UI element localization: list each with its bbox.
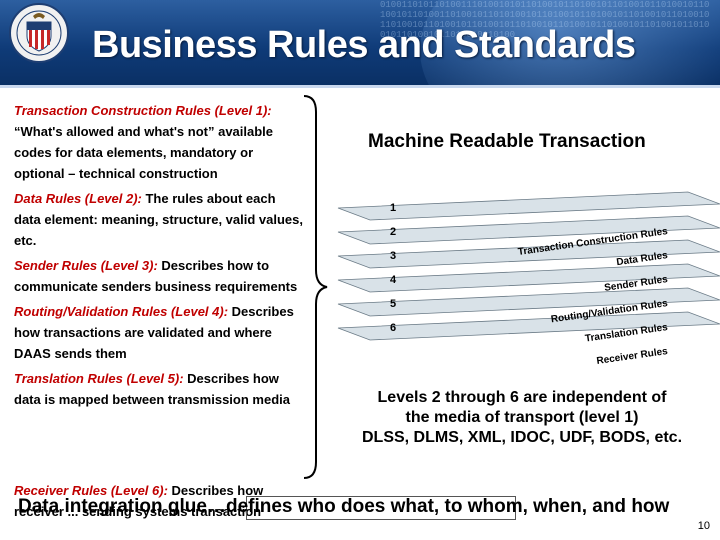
independence-line-1: Levels 2 through 6 are independent of <box>330 388 714 408</box>
rule-level-1: Transaction Construction Rules (Level 1)… <box>14 100 304 184</box>
rule-level-label: Transaction Construction Rules (Level 1)… <box>14 103 272 118</box>
rule-level-4: Routing/Validation Rules (Level 4): Desc… <box>14 301 304 364</box>
rule-level-label: Translation Rules (Level 5): <box>14 371 184 386</box>
layer-number-6: 6 <box>390 322 396 334</box>
rule-level-3: Sender Rules (Level 3): Describes how to… <box>14 255 304 297</box>
header-banner: 0100110101101001110100101011010010110100… <box>0 0 720 88</box>
layer-number-3: 3 <box>390 250 396 262</box>
page-number: 10 <box>698 520 710 532</box>
page-title: Business Rules and Standards <box>92 24 636 67</box>
rule-level-2: Data Rules (Level 2): The rules about ea… <box>14 188 304 251</box>
independence-line-2: the media of transport (level 1) <box>330 408 714 428</box>
layer-label-6: Receiver Rules <box>596 346 669 365</box>
rules-list: Transaction Construction Rules (Level 1)… <box>14 100 304 414</box>
rule-level-label: Sender Rules (Level 3): <box>14 258 158 273</box>
layer-number-2: 2 <box>390 226 396 238</box>
rule-level-label: Routing/Validation Rules (Level 4): <box>14 304 228 319</box>
header-divider <box>0 85 720 88</box>
layer-number-4: 4 <box>390 274 397 286</box>
rule-description: “What's allowed and what's not” availabl… <box>14 124 273 181</box>
independence-note: Levels 2 through 6 are independent of th… <box>330 388 714 448</box>
independence-line-3: DLSS, DLMS, XML, IDOC, UDF, BODS, etc. <box>330 428 714 448</box>
integration-glue-banner: Data integration glue…defines who does w… <box>18 496 686 520</box>
machine-readable-heading: Machine Readable Transaction <box>368 131 646 153</box>
rule-level-label: Data Rules (Level 2): <box>14 191 142 206</box>
grouping-brace <box>300 92 330 482</box>
rule-level-5: Translation Rules (Level 5): Describes h… <box>14 368 304 410</box>
layer-number-5: 5 <box>390 298 396 310</box>
integration-glue-text: Data integration glue…defines who does w… <box>18 496 669 518</box>
dla-seal-icon <box>8 2 70 64</box>
layer-number-1: 1 <box>390 202 396 214</box>
